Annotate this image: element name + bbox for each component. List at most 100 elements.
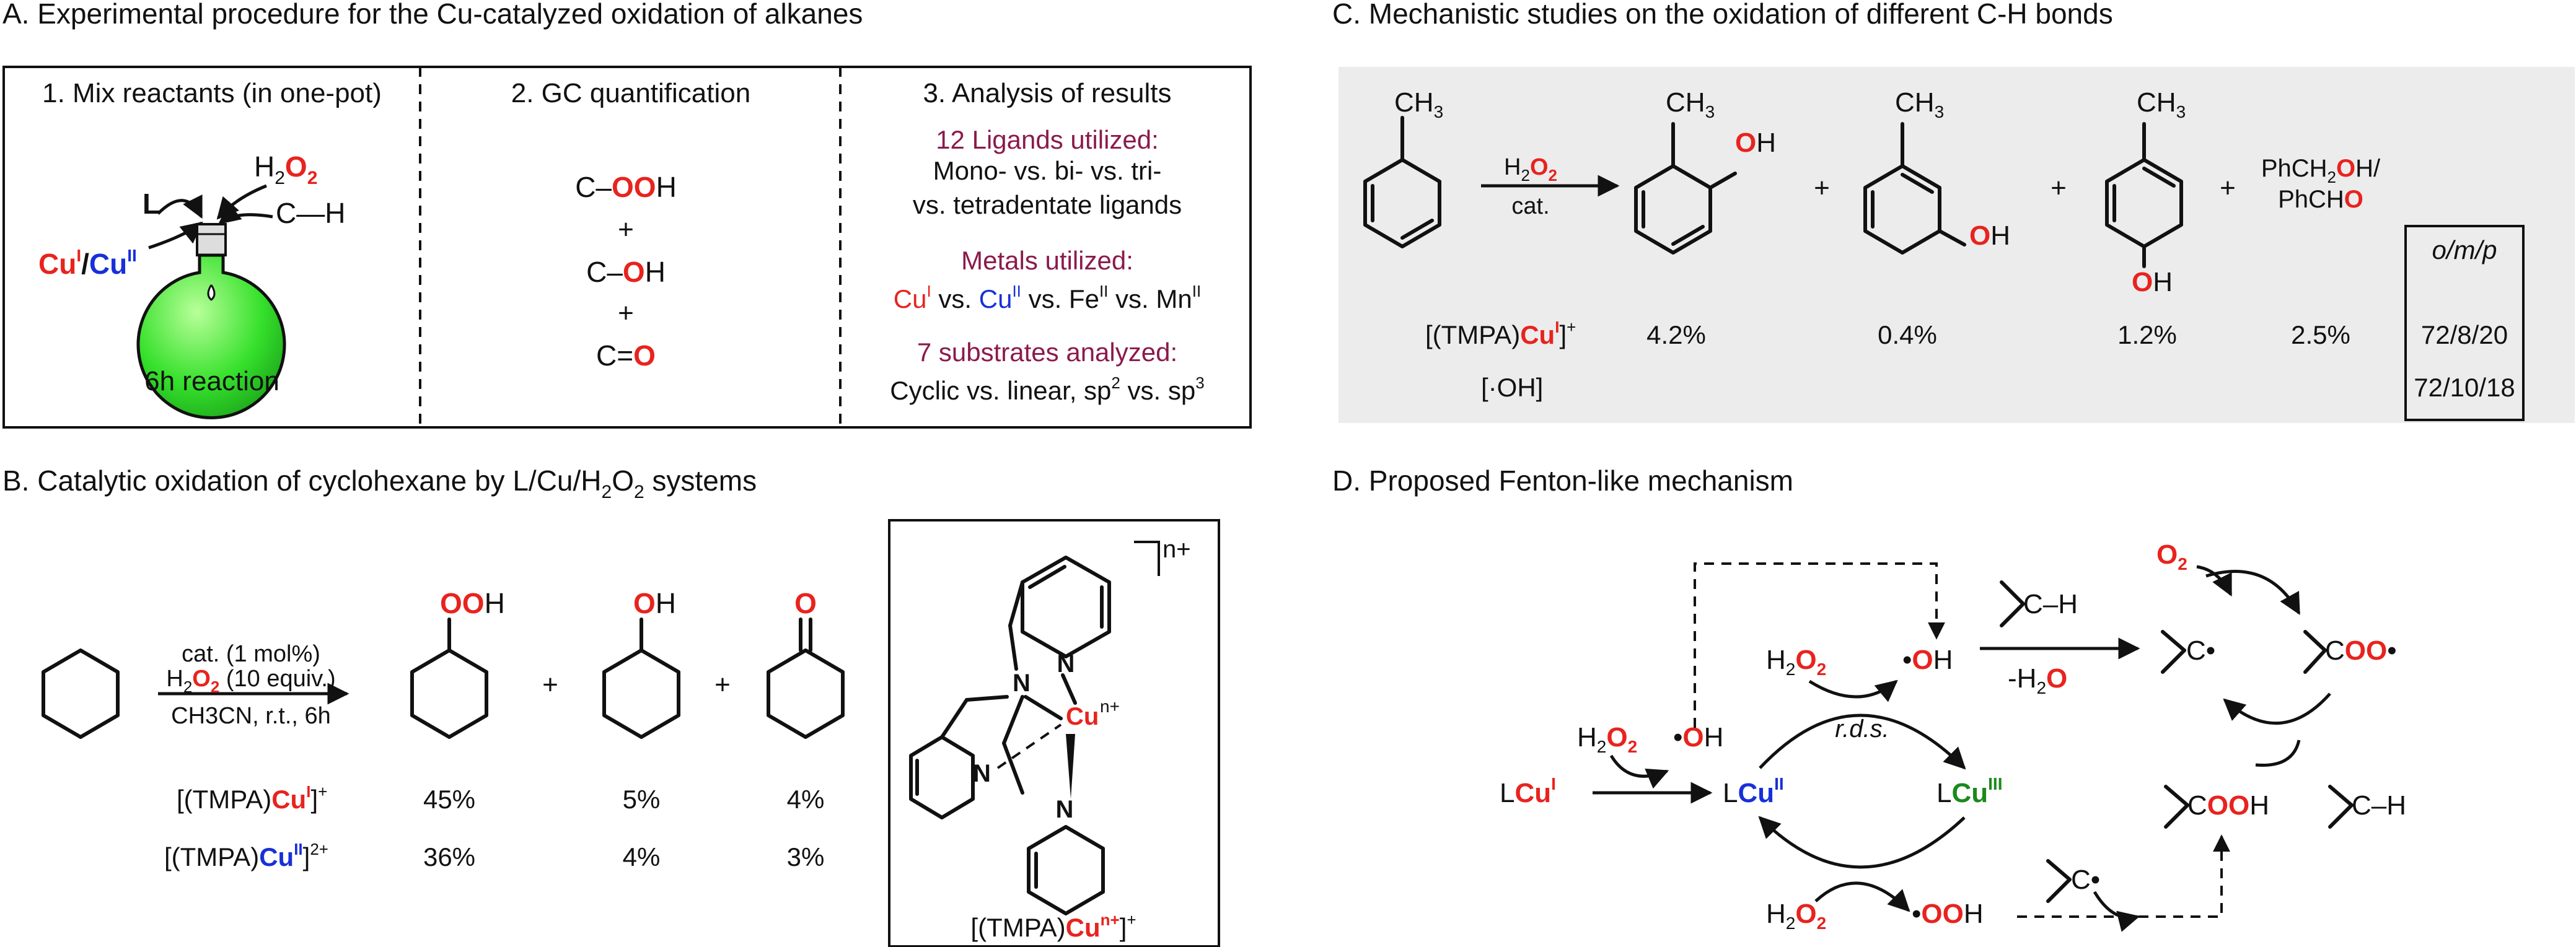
coh-product: C–OH xyxy=(586,256,666,288)
cyclohexanol xyxy=(602,648,680,739)
row2-catalyst-b: [(TMPA)CuII]2+ xyxy=(164,840,328,871)
panel-b-title: B. Catalytic oxidation of cyclohexane by… xyxy=(2,465,757,502)
cooh-product: C–OOH xyxy=(575,171,677,203)
arrow-rds-upper xyxy=(1759,714,1966,770)
yield-cell: 36% xyxy=(423,842,475,871)
step1-title: 1. Mix reactants (in one-pot) xyxy=(42,78,382,108)
hydroperoxide-product: COOH xyxy=(2164,785,2269,829)
svg-text:n+: n+ xyxy=(1163,536,1191,563)
lcu-i: LCuI xyxy=(1500,774,1556,808)
panel-c-background xyxy=(1339,67,2575,423)
ligands-line-1: Mono- vs. bi- vs. tri- xyxy=(933,156,1162,185)
dashed-arrow-oh-feed xyxy=(1694,562,1945,728)
arrow-ligand xyxy=(157,194,203,219)
svg-text:COO•: COO• xyxy=(2325,635,2397,666)
tmpa-complex-structure: n+ N N Cu n+ N N xyxy=(909,536,1191,915)
yield-table-c: 4.2% 0.4% 1.2% 2.5% 72/8/20 xyxy=(1646,320,2508,349)
ligands-heading: 12 Ligands utilized: xyxy=(936,125,1159,154)
oh-radical-upper: •OH xyxy=(1902,645,1953,675)
ch-label: C—H xyxy=(276,197,345,229)
tmpa-complex-label: [(TMPA)Cun+]+ xyxy=(970,910,1136,942)
svg-text:OH: OH xyxy=(1735,128,1776,158)
arrow-h2o2 xyxy=(216,184,267,220)
o2-label: O2 xyxy=(2156,539,2187,574)
dashed-arrow-ooh-feed xyxy=(2017,834,2230,918)
panel-d-title: D. Proposed Fenton-like mechanism xyxy=(1332,465,1793,497)
tmpa-complex-box xyxy=(888,519,1220,947)
alkane-ch-upper: C–H xyxy=(2000,580,2078,627)
cyclohexanone xyxy=(767,648,845,739)
oh-radical-initiation: •OH xyxy=(1673,722,1723,753)
arrow-o2-in xyxy=(2196,565,2233,597)
yield-table-b: 45%5%4%36%4%3% xyxy=(423,785,824,871)
plus-b2: + xyxy=(714,670,731,700)
panel-a-title: A. Experimental procedure for the Cu-cat… xyxy=(2,0,863,30)
arrow-copper xyxy=(148,221,203,250)
yield-cell: 4.2% xyxy=(1646,320,1706,349)
h2o2-upper: H2O2 xyxy=(1766,645,1826,679)
copper-label: CuI/CuII xyxy=(38,246,137,280)
row1-catalyst-c: [(TMPA)CuI]+ xyxy=(1425,318,1576,349)
step2-title: 2. GC quantification xyxy=(511,78,750,108)
condition-h2o2-c: H2O2 xyxy=(1504,154,1557,185)
svg-text:Cu: Cu xyxy=(1066,703,1099,730)
h2o2-label: H2O2 xyxy=(254,151,317,188)
omp-header: o/m/p xyxy=(2432,235,2497,264)
plus-b1: + xyxy=(542,670,558,700)
svg-text:C–H: C–H xyxy=(2023,589,2078,619)
benzaldehyde: PhCHO xyxy=(2278,186,2363,213)
row2-hydroxyl-c: [·OH] xyxy=(1481,373,1543,402)
svg-text:N: N xyxy=(1057,650,1075,678)
plus-c2: + xyxy=(2051,173,2067,203)
arrow-radical-to-product xyxy=(2093,891,2140,932)
minus-water: -H2O xyxy=(2008,663,2067,697)
svg-text:N: N xyxy=(973,760,991,787)
cyclohexyl-hydroperoxide xyxy=(410,648,488,739)
omp-ratio-box xyxy=(2404,225,2525,421)
ooh-radical: •OOH xyxy=(1912,899,1984,929)
cyclohexane-reactant xyxy=(42,648,120,739)
svg-text:C–H: C–H xyxy=(2352,790,2406,821)
yield-cell: 4% xyxy=(623,842,661,871)
meta-cresol: CH3 OH xyxy=(1863,87,2010,255)
arrow-h2o2-to-oh xyxy=(1808,679,1898,702)
lcu-ii: LCuII xyxy=(1723,774,1784,808)
step3-title: 3. Analysis of results xyxy=(923,78,1171,108)
metals-heading: Metals utilized: xyxy=(961,246,1133,275)
alkyl-radical-lower: C• xyxy=(2046,859,2100,903)
omp-row1: 72/8/20 xyxy=(2421,320,2508,349)
arrow-ch-curve xyxy=(2255,740,2301,767)
oh-group-b: OH xyxy=(633,587,676,619)
yield-cell: 1.2% xyxy=(2117,320,2177,349)
svg-text:n+: n+ xyxy=(1100,697,1120,716)
metals-line: CuI vs. CuII vs. FeII vs. MnII xyxy=(894,282,1201,313)
arrow-ch xyxy=(218,202,273,225)
yield-cell: 5% xyxy=(623,785,661,814)
condition-solvent: CH3CN, r.t., 6h xyxy=(171,703,331,729)
svg-text:N: N xyxy=(1056,796,1074,823)
plus-2: + xyxy=(618,298,634,328)
svg-text:COOH: COOH xyxy=(2187,790,2269,821)
reaction-flask-icon xyxy=(136,223,286,419)
h2o2-lower: H2O2 xyxy=(1766,899,1826,933)
omp-row2: 72/10/18 xyxy=(2414,373,2515,402)
substrates-line: Cyclic vs. linear, sp2 vs. sp3 xyxy=(890,373,1204,405)
svg-text:N: N xyxy=(1013,670,1031,697)
lcu-iii: LCuIII xyxy=(1936,774,2002,808)
plus-c3: + xyxy=(2220,173,2236,203)
panel-a-box xyxy=(2,66,1252,429)
yield-cell: 0.4% xyxy=(1878,320,1937,349)
benzyl-alcohol: PhCH2OH/ xyxy=(2261,155,2381,186)
ooh-group: OOH xyxy=(440,587,505,619)
condition-h2o2: H2O2 (10 equiv.) xyxy=(166,666,335,696)
svg-text:C•: C• xyxy=(2186,635,2215,666)
yield-cell: 2.5% xyxy=(2291,320,2350,349)
substrates-heading: 7 substrates analyzed: xyxy=(917,338,1177,367)
plus-1: + xyxy=(618,214,634,245)
row1-catalyst-b: [(TMPA)CuI]+ xyxy=(177,782,327,814)
alkane-ch-lower: C–H xyxy=(2328,785,2406,829)
co-product: C=O xyxy=(596,339,656,372)
yield-cell: 4% xyxy=(787,785,825,814)
reaction-time-label: 6h reaction xyxy=(144,366,279,396)
